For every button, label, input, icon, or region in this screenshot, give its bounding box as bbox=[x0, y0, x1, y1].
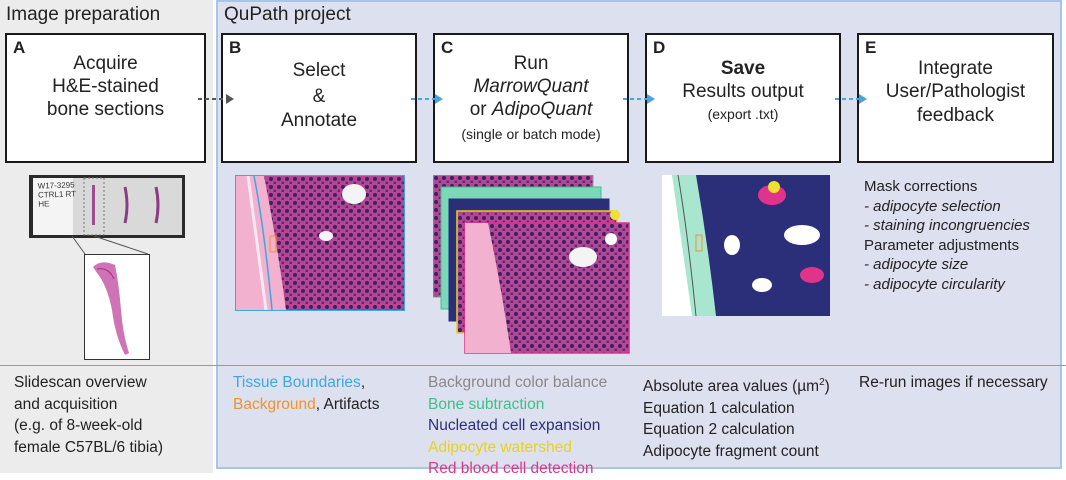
step-b-ampersand: & bbox=[312, 86, 326, 107]
comma-separator: , bbox=[360, 374, 366, 391]
arrow-b-to-c-icon bbox=[411, 94, 443, 104]
processing-step-4: Adipocyte watershed bbox=[428, 438, 572, 456]
tibia-zoom-image bbox=[84, 254, 150, 360]
slidescan-line-4: female C57BL/6 tibia) bbox=[14, 438, 164, 456]
absolute-area-suffix: ) bbox=[824, 378, 830, 396]
mask-corrections-list: Mask corrections - adipocyte selection -… bbox=[864, 177, 1030, 295]
slide-label-line3: HE bbox=[38, 199, 50, 209]
bottom-col-annotate: Tissue Boundaries, Background, Artifacts bbox=[233, 372, 379, 415]
step-d-line2: Results output bbox=[682, 81, 804, 102]
step-d-letter: D bbox=[653, 38, 666, 57]
step-e-line3: feedback bbox=[916, 105, 995, 126]
step-a-letter: A bbox=[13, 38, 26, 57]
step-e-box: E Integrate User/Pathologist feedback bbox=[857, 33, 1054, 163]
stacked-processing-images bbox=[432, 174, 648, 355]
step-e-line2: User/Pathologist bbox=[885, 81, 1026, 102]
artifacts-label: , Artifacts bbox=[315, 395, 380, 413]
processing-step-1: Background color balance bbox=[428, 374, 608, 391]
step-b-box: B Select & Annotate bbox=[221, 33, 417, 163]
mask-corrections-item-1: - adipocyte selection bbox=[864, 197, 1001, 215]
step-c-letter: C bbox=[441, 38, 454, 57]
step-c-box: C Run MarrowQuant or AdipoQuant (single … bbox=[433, 33, 629, 163]
step-c-line2: MarrowQuant bbox=[473, 76, 589, 97]
bottom-col-slidescan: Slidescan overview and acquisition (e.g.… bbox=[14, 372, 163, 458]
bottom-col-results: Absolute area values (µm2) Equation 1 ca… bbox=[643, 372, 830, 462]
step-b-line3: Annotate bbox=[280, 110, 358, 131]
step-c-line3: or AdipoQuant bbox=[435, 98, 627, 121]
mask-corrections-item-2: - staining incongruencies bbox=[864, 217, 1030, 235]
step-a-title: Acquire bbox=[73, 53, 138, 74]
slidescan-line-1: Slidescan overview bbox=[14, 374, 147, 391]
arrow-c-to-d-icon bbox=[623, 94, 655, 104]
arrow-d-to-e-icon bbox=[835, 94, 867, 104]
slidescan-line-3: (e.g. of 8-week-old bbox=[14, 417, 143, 434]
background-label: Background bbox=[233, 395, 316, 413]
equation-2-line: Equation 2 calculation bbox=[643, 421, 795, 439]
mask-corrections-heading: Mask corrections bbox=[864, 178, 978, 195]
arrow-a-to-b-icon bbox=[198, 94, 234, 104]
slide-scan-image: W17-3295 CTRL1 RT HE bbox=[29, 175, 185, 238]
step-c-line3-prefix: or bbox=[469, 99, 492, 120]
step-c-line3-italic: AdipoQuant bbox=[491, 99, 593, 120]
step-a-line2: H&E-stained bbox=[52, 76, 159, 97]
step-a-line3: bone sections bbox=[46, 99, 165, 120]
step-b-title: Select bbox=[292, 60, 346, 81]
processing-step-3: Nucleated cell expansion bbox=[428, 417, 601, 434]
absolute-area-superscript: 2 bbox=[819, 377, 825, 388]
annotated-histology-image bbox=[235, 175, 405, 311]
step-d-box: D Save Results output (export .txt) bbox=[645, 33, 841, 163]
results-mask-image bbox=[662, 174, 830, 317]
parameter-adjustments-item-1: - adipocyte size bbox=[864, 256, 969, 274]
separator-line bbox=[0, 365, 1066, 366]
step-b-letter: B bbox=[229, 38, 242, 57]
zoom-lines-icon bbox=[71, 236, 149, 255]
processing-step-5: Red blood cell detection bbox=[428, 460, 594, 477]
equation-1-line: Equation 1 calculation bbox=[643, 399, 795, 417]
tissue-boundaries-label: Tissue Boundaries bbox=[233, 374, 361, 391]
slidescan-line-2: and acquisition bbox=[14, 395, 118, 413]
processing-step-2: Bone subtraction bbox=[428, 395, 545, 413]
step-d-title: Save bbox=[720, 58, 766, 79]
image-preparation-title: Image preparation bbox=[6, 4, 161, 25]
step-c-title: Run bbox=[513, 53, 549, 74]
step-e-letter: E bbox=[865, 38, 877, 57]
step-d-line3: (export .txt) bbox=[707, 106, 779, 122]
parameter-adjustments-heading: Parameter adjustments bbox=[864, 236, 1020, 254]
absolute-area-text: Absolute area values (µm bbox=[643, 378, 820, 396]
absolute-area-line: Absolute area values (µm2) bbox=[643, 372, 830, 398]
step-a-box: A Acquire H&E-stained bone sections bbox=[5, 33, 206, 163]
slide-label-line2: CTRL1 RT bbox=[37, 189, 77, 200]
qupath-project-title: QuPath project bbox=[224, 4, 351, 25]
step-e-title: Integrate bbox=[918, 58, 993, 79]
parameter-adjustments-item-2: - adipocyte circularity bbox=[864, 275, 1005, 293]
fragment-count-line: Adipocyte fragment count bbox=[643, 442, 819, 460]
bottom-col-rerun: Re-run images if necessary bbox=[859, 374, 1048, 391]
step-c-line4: (single or batch mode) bbox=[461, 126, 601, 142]
